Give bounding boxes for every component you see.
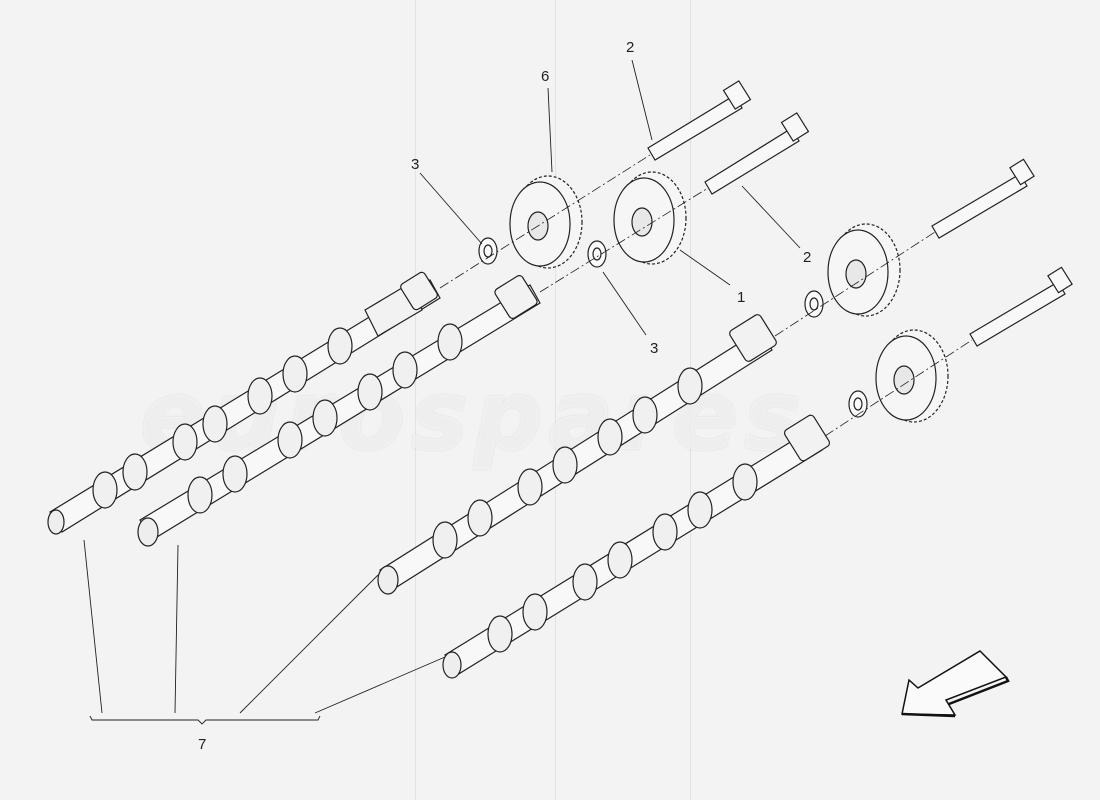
variator-gear-1 [509,175,583,269]
camshaft-b [137,275,541,547]
callout-1: 1 [737,289,746,306]
callout-3-center: 3 [650,340,659,357]
page-fold-line [415,0,416,800]
bolts [647,80,1073,347]
callout-3-left: 3 [411,156,420,173]
camshaft-d [442,414,831,679]
front-direction-arrow [901,650,1010,718]
callout-6: 6 [541,68,550,85]
camshaft-a [47,271,441,535]
callout-7: 7 [198,736,207,753]
leader-lines [83,59,801,725]
variator-gear-2 [613,171,687,265]
washers [478,237,868,418]
axis-lines [439,154,973,437]
callout-2-top: 2 [626,39,635,56]
camshaft-c [377,314,777,595]
variator-gear-4 [875,329,949,423]
page-fold-line [555,0,556,800]
callout-2-right: 2 [803,249,812,266]
variator-gear-3 [827,223,901,317]
